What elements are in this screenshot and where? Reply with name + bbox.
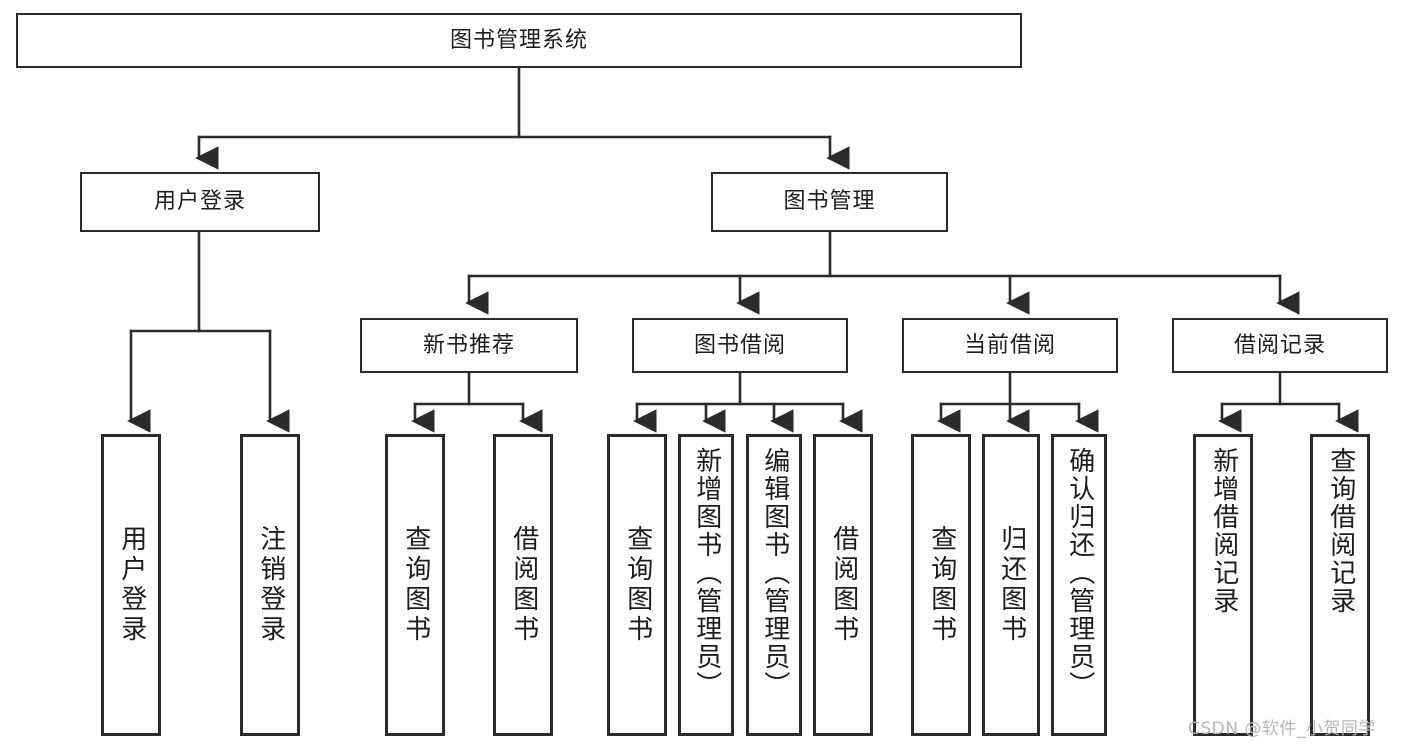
leaf-book-borrow-add[interactable]: 新增图书（管理员）	[678, 434, 734, 736]
node-label: 注销登录	[255, 525, 286, 645]
leaf-current-borrow-return[interactable]: 归还图书	[982, 434, 1040, 736]
node-label: 查询借阅记录	[1325, 447, 1356, 615]
node-label: 新增图书（管理员）	[691, 447, 722, 699]
node-label: 当前借阅	[963, 332, 1056, 358]
node-label: 新书推荐	[422, 332, 515, 358]
leaf-user-login-login[interactable]: 用户登录	[101, 434, 161, 736]
leaf-new-book-borrow[interactable]: 借阅图书	[493, 434, 553, 736]
node-label: 图书借阅	[693, 332, 786, 358]
leaf-book-borrow-edit[interactable]: 编辑图书（管理员）	[746, 434, 802, 736]
node-label: 借阅图书	[828, 525, 859, 645]
leaf-user-login-logout[interactable]: 注销登录	[240, 434, 300, 736]
node-label: 图书管理	[783, 189, 876, 215]
node-label: 借阅记录	[1233, 332, 1326, 358]
node-label: 归还图书	[996, 525, 1027, 645]
node-label: 用户登录	[153, 189, 246, 215]
node-label: 查询图书	[400, 525, 431, 645]
node-borrow-record[interactable]: 借阅记录	[1172, 318, 1388, 373]
node-root-system[interactable]: 图书管理系统	[16, 13, 1022, 68]
leaf-book-borrow-borrow[interactable]: 借阅图书	[813, 434, 873, 736]
node-label: 查询图书	[926, 525, 957, 645]
node-new-book-recommend[interactable]: 新书推荐	[360, 318, 578, 373]
leaf-new-book-query[interactable]: 查询图书	[385, 434, 445, 736]
node-label: 查询图书	[622, 525, 653, 645]
node-label: 编辑图书（管理员）	[759, 447, 790, 699]
csdn-watermark: CSDN @软件_小贺同学	[1188, 719, 1376, 739]
node-label: 新增借阅记录	[1208, 447, 1239, 615]
node-book-borrow[interactable]: 图书借阅	[632, 318, 848, 373]
leaf-borrow-record-add[interactable]: 新增借阅记录	[1193, 434, 1253, 736]
leaf-current-borrow-query[interactable]: 查询图书	[911, 434, 971, 736]
node-current-borrow[interactable]: 当前借阅	[902, 318, 1118, 373]
leaf-book-borrow-query[interactable]: 查询图书	[607, 434, 667, 736]
node-label: 图书管理系统	[449, 27, 588, 53]
node-label: 确认归还（管理员）	[1064, 447, 1095, 699]
leaf-borrow-record-query[interactable]: 查询借阅记录	[1310, 434, 1370, 736]
node-user-login[interactable]: 用户登录	[80, 172, 320, 232]
node-label: 借阅图书	[508, 525, 539, 645]
leaf-current-borrow-confirm-return[interactable]: 确认归还（管理员）	[1051, 434, 1107, 736]
node-book-management[interactable]: 图书管理	[711, 172, 948, 232]
node-label: 用户登录	[116, 525, 147, 645]
